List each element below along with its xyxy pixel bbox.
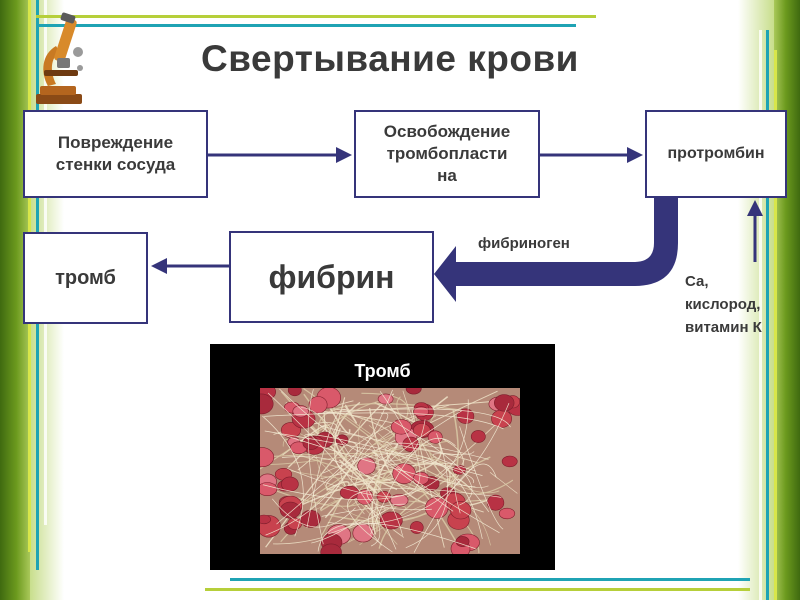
red-blood-cell	[498, 507, 516, 520]
arrow-prothrombin-to-fibrin	[434, 198, 678, 302]
arrow-thromboplastin-to-prothrombin	[540, 147, 643, 163]
red-blood-cell	[494, 394, 515, 412]
cofactors-label: Са, кислород, витамин К	[685, 270, 762, 339]
fibrinogen-label: фибриноген	[478, 235, 570, 252]
node-line: тромбопласти	[386, 144, 508, 163]
red-blood-cell	[352, 523, 374, 543]
node-prothrombin: протромбин	[645, 110, 787, 198]
red-blood-cell	[287, 388, 302, 397]
red-blood-cell	[455, 536, 470, 547]
red-blood-cell	[260, 482, 278, 496]
red-blood-cell	[320, 543, 342, 554]
red-blood-cell	[279, 501, 301, 519]
arrow-fibrin-to-thrombus	[151, 258, 229, 274]
red-blood-cell	[292, 405, 309, 418]
photo-caption: Тромб	[354, 361, 411, 381]
red-blood-cell	[427, 430, 443, 444]
node-fibrin: фибрин	[229, 231, 434, 323]
node-line: стенки сосуда	[55, 155, 176, 174]
node-thrombus: тромб	[23, 232, 148, 324]
node-line: Освобождение	[383, 122, 511, 141]
cofactor-line: кислород,	[685, 296, 761, 313]
red-blood-cell	[413, 406, 429, 418]
node-label: тромб	[55, 266, 116, 289]
red-blood-cell	[260, 393, 274, 415]
frame-bottom-line	[230, 578, 750, 581]
red-blood-cell	[470, 430, 486, 443]
red-blood-cell	[501, 455, 518, 468]
red-blood-cell	[410, 521, 424, 534]
red-blood-cell	[335, 434, 349, 446]
red-blood-cell	[405, 388, 422, 395]
node-label: фибрин	[268, 258, 395, 295]
node-label: протромбин	[667, 145, 765, 162]
node-line: на	[437, 166, 457, 185]
red-blood-cell	[457, 408, 475, 424]
microscope-icon	[36, 12, 83, 104]
node-thromboplastin-release: Освобождение тромбопласти на	[354, 110, 540, 198]
red-blood-cell	[356, 489, 374, 505]
slide-title: Свертывание крови	[201, 38, 579, 79]
frame-bottom-line	[205, 588, 750, 591]
thrombus-photo-panel: Тромб	[210, 344, 555, 570]
frame-line	[759, 30, 762, 600]
red-blood-cell	[260, 514, 271, 525]
frame-line	[766, 30, 769, 600]
node-vessel-injury: Повреждение стенки сосуда	[23, 110, 208, 198]
red-blood-cell	[260, 447, 275, 468]
red-blood-cell	[300, 509, 321, 528]
red-blood-cell	[281, 476, 299, 492]
frame-top-line	[36, 24, 576, 27]
frame-right-band	[774, 0, 800, 600]
thrombus-micrograph	[260, 388, 520, 554]
frame-line	[774, 50, 777, 600]
node-line: Повреждение	[57, 133, 174, 152]
arrow-cofactors-to-prothrombin	[747, 200, 763, 262]
cofactor-line: Са,	[685, 273, 709, 290]
frame-top-line	[36, 15, 596, 18]
arrow-injury-to-thromboplastin	[208, 147, 352, 163]
cofactor-line: витамин К	[685, 319, 762, 336]
